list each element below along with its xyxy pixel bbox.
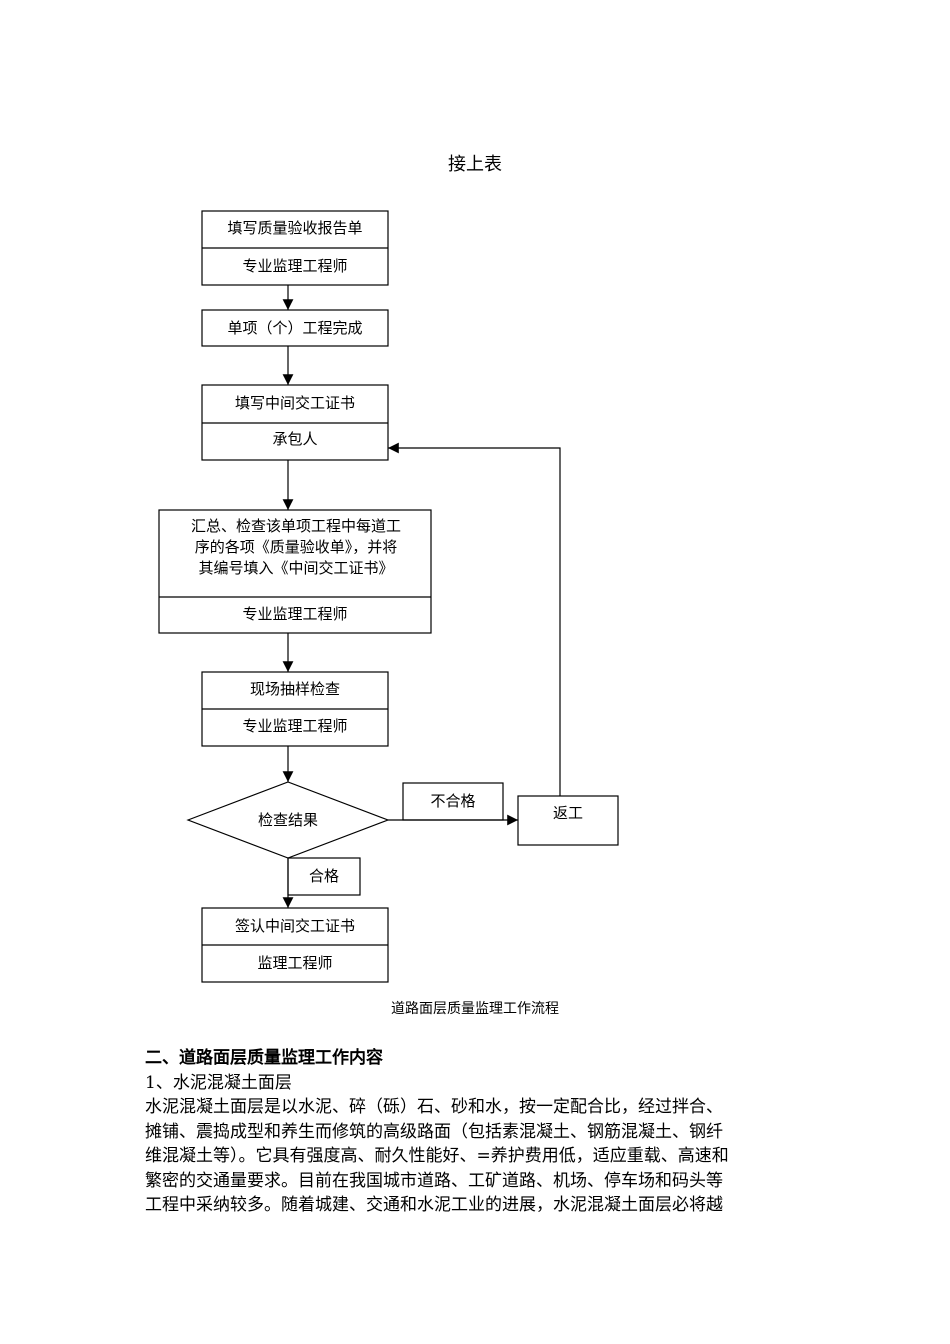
- box2-text: 单项（个）工程完成: [227, 319, 362, 337]
- body-line-2: 摊铺、震捣成型和养生而修筑的高级路面（包括素混凝土、钢筋混凝土、钢纤: [145, 1121, 723, 1142]
- box4-line-3: 其编号填入《中间交工证书》: [198, 559, 393, 577]
- subsection-heading: 1、水泥混凝土面层: [145, 1073, 292, 1093]
- box5-top-text: 现场抽样检查: [250, 680, 340, 698]
- box1-bottom-text: 专业监理工程师: [242, 257, 347, 275]
- box6-bottom-text: 监理工程师: [257, 954, 332, 972]
- box1-top-text: 填写质量验收报告单: [227, 219, 362, 237]
- box4-bottom-text: 专业监理工程师: [242, 605, 347, 623]
- rework-text: 返工: [553, 804, 583, 822]
- summary-check-box: [158, 509, 432, 634]
- content-section: 二、道路面层质量监理工作内容 1、水泥混凝土面层 水泥混凝土面层是以水泥、碎（砾…: [145, 1045, 810, 1218]
- fail-label-text: 不合格: [430, 792, 475, 810]
- box6-top-text: 签认中间交工证书: [235, 917, 355, 935]
- flowchart: 填写质量验收报告单 专业监理工程师 单项（个）工程完成 填写中间交工证书 承包人…: [158, 210, 619, 983]
- pass-label-text: 合格: [309, 867, 339, 885]
- section-heading: 二、道路面层质量监理工作内容: [145, 1048, 383, 1068]
- box4-line-1: 汇总、检查该单项工程中每道工: [191, 517, 401, 535]
- body-line-4: 繁密的交通量要求。目前在我国城市道路、工矿道路、机场、停车场和码头等: [145, 1170, 723, 1191]
- project-complete-box: [201, 309, 389, 347]
- body-line-5: 工程中采纳较多。随着城建、交通和水泥工业的进展，水泥混凝土面层必将越: [145, 1195, 723, 1215]
- box3-bottom-text: 承包人: [272, 430, 317, 448]
- arrow-rework-loop: [388, 442, 561, 796]
- decision-text: 检查结果: [258, 811, 318, 829]
- continued-table-title: 接上表: [448, 154, 502, 175]
- flowchart-caption: 道路面层质量监理工作流程: [391, 1001, 559, 1017]
- box4-line-2: 序的各项《质量验收单》，并将: [195, 538, 398, 556]
- box3-top-text: 填写中间交工证书: [235, 394, 355, 412]
- box5-bottom-text: 专业监理工程师: [242, 717, 347, 735]
- body-line-3: 维混凝土等）。它具有强度高、耐久性能好、=养护费用低，适应重载、高速和: [145, 1146, 729, 1166]
- body-line-1: 水泥混凝土面层是以水泥、碎（砾）石、砂和水，按一定配合比，经过拌合、: [145, 1097, 723, 1117]
